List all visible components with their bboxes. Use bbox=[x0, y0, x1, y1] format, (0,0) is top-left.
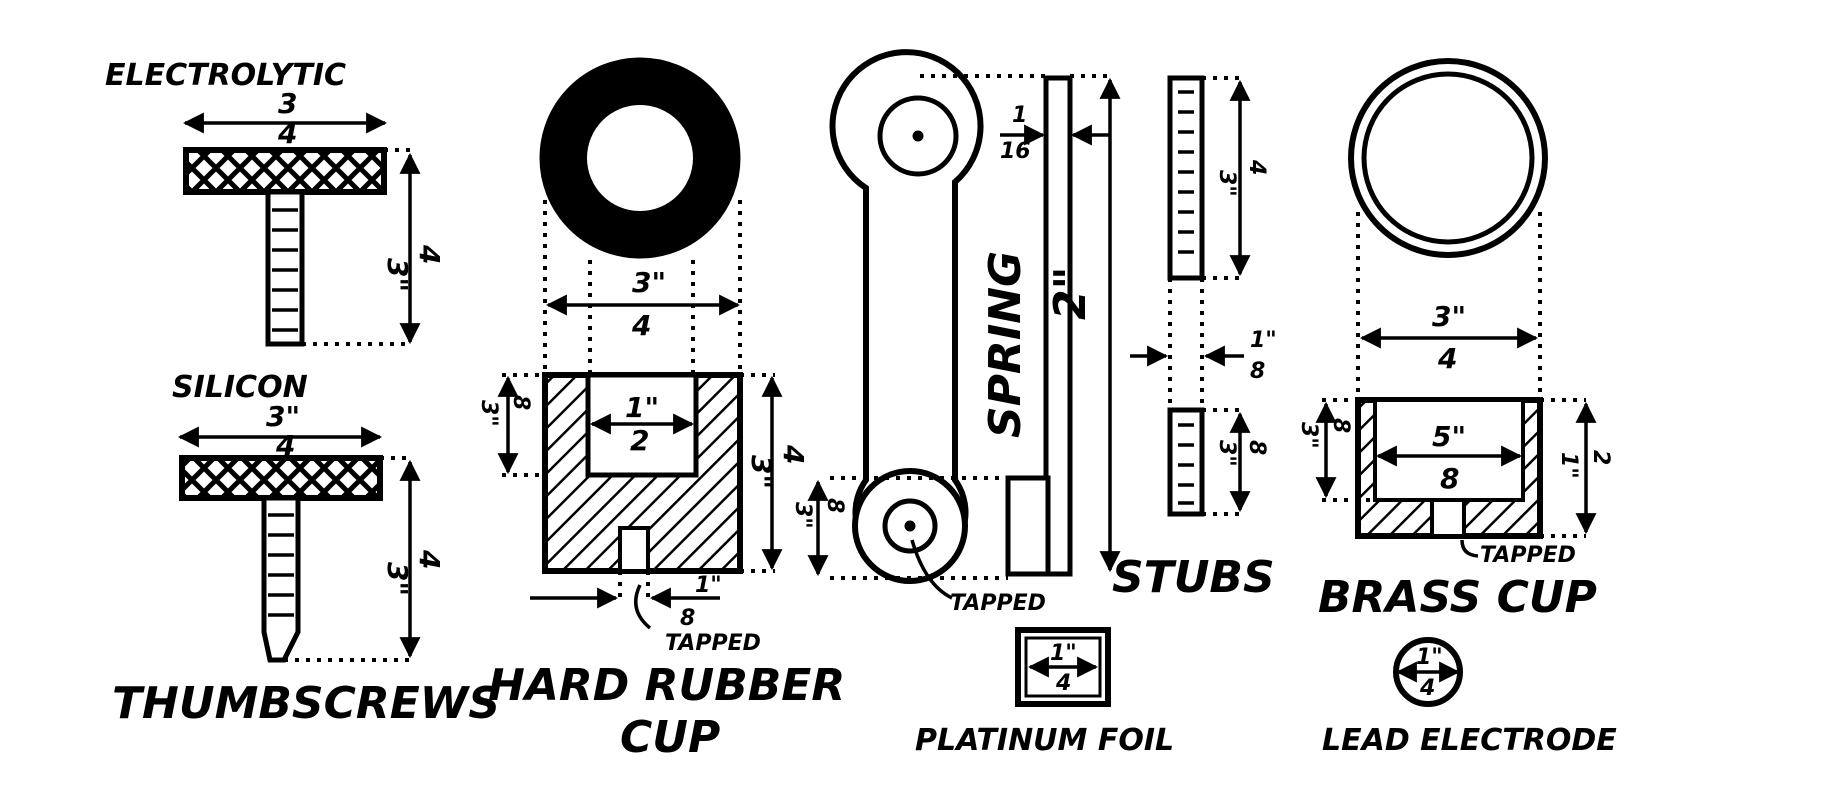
silicon-length-den: 4 bbox=[413, 549, 446, 569]
brass-height-num: 1" bbox=[1556, 452, 1581, 479]
rubber-cup-hole bbox=[587, 105, 693, 211]
rubber-height-num: 3" bbox=[745, 455, 778, 489]
lead-electrode-label: LEAD ELECTRODE bbox=[1322, 723, 1617, 758]
brass-tapped-hole bbox=[1430, 498, 1466, 538]
short-stub-den: 8 bbox=[1244, 440, 1269, 455]
rubber-inner-num: 1" bbox=[625, 391, 659, 424]
hard-rubber-label-line2: CUP bbox=[620, 712, 720, 763]
spring-thickness-den: 16 bbox=[1000, 139, 1031, 164]
spring-thickness-num: 1 bbox=[1012, 103, 1027, 128]
short-stub-num: 3" bbox=[1214, 440, 1239, 467]
thumbscrews-label: THUMBSCREWS bbox=[112, 678, 500, 729]
platinum-foil-den: 4 bbox=[1055, 671, 1071, 696]
brass-inner-den: 8 bbox=[1440, 462, 1459, 495]
lead-electrode-den: 4 bbox=[1419, 676, 1435, 701]
hard-rubber-cup: 3" 4 1" 2 3" 8 3" 4 1" 8 TAPPED HARD RUB… bbox=[476, 57, 845, 763]
electrolytic-width-num: 3 bbox=[278, 87, 297, 120]
lead-electrode-num: 1" bbox=[1416, 645, 1443, 670]
platinum-foil-label: PLATINUM FOIL bbox=[915, 723, 1174, 758]
rubber-hole-den: 8 bbox=[680, 606, 695, 631]
spring-boss-den: 8 bbox=[822, 498, 847, 513]
rubber-tapped-label: TAPPED bbox=[665, 631, 761, 656]
silicon-knurled-head bbox=[179, 455, 383, 501]
rubber-depth-num: 3" bbox=[476, 400, 501, 427]
spring-foot bbox=[1005, 475, 1051, 577]
electrolytic-length-den: 4 bbox=[413, 244, 446, 264]
lead-electrode: 1" 4 LEAD ELECTRODE bbox=[1322, 637, 1617, 758]
spring-boss-num: 3" bbox=[790, 502, 815, 529]
long-stub bbox=[1167, 75, 1205, 281]
rubber-height-den: 4 bbox=[777, 444, 810, 464]
stubs-label: STUBS bbox=[1112, 552, 1275, 603]
rubber-width-den: 4 bbox=[631, 309, 651, 342]
brass-cup: 3" 4 5" 8 3" 8 1" 2 TAPPED BRASS CUP bbox=[1296, 58, 1613, 623]
platinum-foil-num: 1" bbox=[1050, 641, 1077, 666]
brass-inner-num: 5" bbox=[1432, 420, 1466, 453]
rubber-inner-den: 2 bbox=[630, 424, 649, 457]
spring-tapped-label: TAPPED bbox=[950, 591, 1046, 616]
silicon-thumbscrew: SILICON 3" 4 3" 4 THUMBSCREWS bbox=[112, 370, 500, 729]
electrolytic-width-den: 4 bbox=[277, 117, 297, 150]
hard-rubber-label-line1: HARD RUBBER bbox=[488, 660, 845, 711]
silicon-threaded-shank bbox=[261, 495, 301, 663]
brass-tapped-label: TAPPED bbox=[1480, 543, 1576, 568]
electrolytic-label: ELECTROLYTIC bbox=[105, 58, 346, 93]
platinum-foil: 1" 4 PLATINUM FOIL bbox=[915, 627, 1174, 758]
electrolytic-thumbscrew: ELECTROLYTIC 3 4 3" 4 bbox=[105, 58, 446, 347]
stub-width-den: 8 bbox=[1250, 359, 1265, 384]
short-stub bbox=[1167, 407, 1205, 517]
long-stub-num: 3" bbox=[1214, 170, 1239, 197]
electrolytic-knurled-head bbox=[183, 147, 387, 195]
long-stub-den: 4 bbox=[1244, 159, 1269, 175]
brass-width-den: 4 bbox=[1437, 342, 1457, 375]
silicon-length-num: 3" bbox=[381, 562, 414, 596]
electrolytic-threaded-shank bbox=[265, 189, 305, 347]
rubber-width-num: 3" bbox=[632, 266, 666, 299]
spring-length-value: 2" bbox=[1045, 266, 1096, 320]
silicon-width-den: 4 bbox=[275, 429, 295, 462]
brass-cup-label: BRASS CUP bbox=[1318, 572, 1597, 623]
electrolytic-length-num: 3" bbox=[381, 258, 414, 292]
spring-assembly: SPRING 1 16 2" 3" 8 TAPPED bbox=[790, 49, 1121, 616]
brass-depth-num: 3" bbox=[1296, 422, 1321, 449]
spring-label: SPRING bbox=[980, 251, 1031, 438]
stub-width-num: 1" bbox=[1250, 328, 1277, 353]
stubs: 3" 4 1" 8 3" 8 STUBS bbox=[1112, 75, 1277, 603]
rubber-depth-den: 8 bbox=[508, 395, 533, 410]
brass-width-num: 3" bbox=[1432, 300, 1466, 333]
silicon-width-num: 3" bbox=[266, 400, 300, 433]
brass-depth-den: 8 bbox=[1328, 418, 1353, 433]
silicon-label: SILICON bbox=[172, 370, 308, 405]
rubber-hole-num: 1" bbox=[695, 573, 722, 598]
rubber-tapped-hole bbox=[618, 526, 650, 573]
brass-height-den: 2 bbox=[1588, 450, 1613, 465]
